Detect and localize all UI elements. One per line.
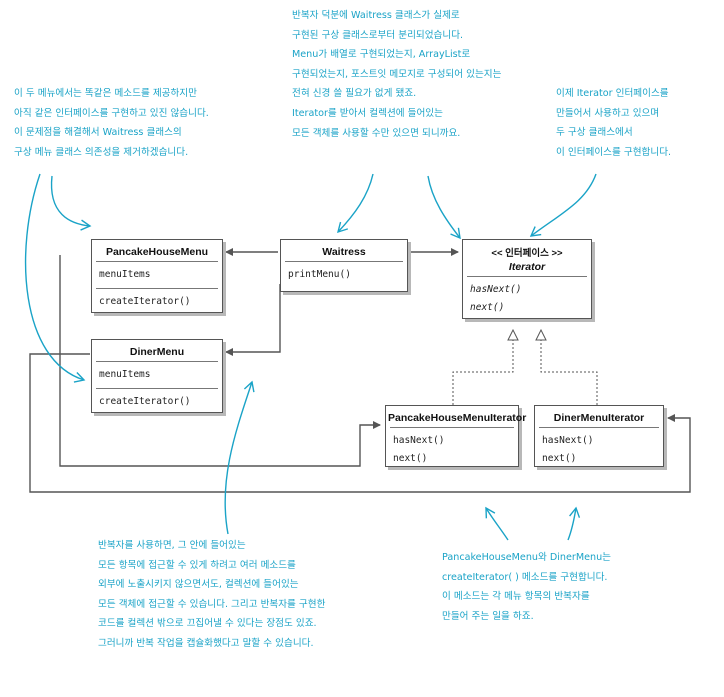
note-arrow-to-pancake-iterator [485,506,509,541]
note-line: 아직 같은 인터페이스를 구현하고 있진 않습니다. [14,107,209,119]
note-top-center: 반복자 덕분에 Waitress 클래스가 실제로 구현된 구상 클래스로부터 … [292,6,501,143]
interface-name: Iterator [508,261,546,273]
class-name: PancakeHouseMenuIterator [388,412,527,424]
method: printMenu() [288,269,351,280]
note-line: 구현되었는지, 포스트잇 메모지로 구성되어 있는지는 [292,68,502,80]
method-section: createIterator() [96,288,218,315]
note-line: 구상 메뉴 클래스 의존성을 제거하겠습니다. [14,146,189,158]
note-line: 이 문제점을 해결해서 Waitress 클래스의 [14,127,182,139]
note-arrow-to-iterator-right [529,173,597,237]
field-section: menuItems [96,361,218,388]
note-top-left: 이 두 메뉴에서는 똑같은 메소드를 제공하지만 아직 같은 인터페이스를 구현… [14,84,209,162]
realization-lines [452,330,598,405]
note-line: 만들어서 사용하고 있으며 [556,107,660,119]
method-section: hasNext() next() [539,427,659,472]
method: next() [542,453,577,464]
method-section: hasNext() next() [467,276,587,321]
note-line: Menu가 배열로 구현되었는지, ArrayList로 [292,49,471,61]
note-line: createIterator( ) 메소드를 구현합니다. [442,571,608,583]
note-line: Iterator를 받아서 컬렉션에 들어있는 [292,107,443,119]
note-line: 전혀 신경 쓸 필요가 없게 됐죠. [292,88,417,100]
stereotype-label: << 인터페이스 >> [491,248,563,259]
note-line: 그러니까 반복 작업을 캡슐화했다고 말할 수 있습니다. [98,637,314,649]
note-line: 반복자 덕분에 Waitress 클래스가 실제로 [292,10,460,21]
note-line: 이 인터페이스를 구현합니다. [556,146,672,158]
note-line: 구현된 구상 클래스로부터 분리되었습니다. [292,29,464,41]
note-arrow-to-iterator-left [427,175,461,240]
note-bottom-left: 반복자를 사용하면, 그 안에 들어있는 모든 항목에 접근할 수 있게 하려고… [98,536,325,654]
class-pancake-house-menu: PancakeHouseMenu menuItems createIterato… [91,239,223,313]
diner-creates-diner-iterator [29,353,691,493]
field: menuItems [99,369,151,380]
method: hasNext() [470,284,522,295]
note-line: 이 두 메뉴에서는 똑같은 메소드를 제공하지만 [14,88,197,99]
method: hasNext() [393,435,445,446]
method-section: createIterator() [96,388,218,415]
note-line: 이 메소드는 각 메뉴 항목의 반복자를 [442,591,590,603]
method-section: hasNext() next() [390,427,514,472]
interface-iterator: << 인터페이스 >> Iterator hasNext() next() [462,239,592,319]
class-name: DinerMenuIterator [553,412,645,424]
note-line: 반복자를 사용하면, 그 안에 들어있는 [98,540,246,551]
note-line: 모든 항목에 접근할 수 있게 하려고 여러 메소드를 [98,559,296,571]
note-top-right: 이제 Iterator 인터페이스를 만들어서 사용하고 있으며 두 구상 클래… [556,84,671,162]
note-arrow-to-pancake [50,175,92,231]
note-line: 외부에 노출시키지 않으면서도, 컬렉션에 들어있는 [98,579,299,591]
class-name: PancakeHouseMenu [105,246,209,258]
method: hasNext() [542,435,594,446]
pancake-creates-pancake-iterator [59,255,381,467]
field: menuItems [99,269,151,280]
annotation-arrows [24,173,597,541]
waitress-to-diner-arrow [225,284,281,356]
method: next() [393,453,428,464]
note-arrow-to-waitress [337,173,374,234]
class-diner-menu-iterator: DinerMenuIterator hasNext() next() [534,405,664,467]
note-line: 모든 객체에 접근할 수 있습니다. 그리고 반복자를 구현한 [98,598,326,610]
class-pancake-house-menu-iterator: PancakeHouseMenuIterator hasNext() next(… [385,405,527,467]
association-lines [29,248,691,493]
pancake-iterator-implements [452,330,513,405]
method: next() [470,302,505,313]
note-line: 모든 객체를 사용할 수만 있으면 되니까요. [292,127,461,139]
note-bottom-right: PancakeHouseMenu와 DinerMenu는 createItera… [442,548,611,626]
note-arrow-to-encapsulation [224,380,255,535]
class-diner-menu: DinerMenu menuItems createIterator() [91,339,223,413]
note-line: 만들어 주는 일을 하죠. [442,610,534,622]
class-name: Waitress [322,246,366,258]
diner-iterator-implements [541,330,598,405]
note-line: PancakeHouseMenu와 DinerMenu는 [442,552,612,563]
note-arrow-to-diner [24,173,86,383]
note-line: 코드를 컬렉션 밖으로 끄집어낼 수 있다는 장점도 있죠. [98,618,317,630]
method: createIterator() [99,296,191,307]
class-waitress: Waitress printMenu() [280,239,408,292]
method: createIterator() [99,396,191,407]
note-arrow-to-diner-iterator [567,506,581,541]
class-name: DinerMenu [129,346,185,358]
field-section: menuItems [96,261,218,288]
note-line: 두 구상 클래스에서 [556,127,633,139]
note-line: 이제 Iterator 인터페이스를 [556,88,669,99]
method-section: printMenu() [285,261,403,288]
